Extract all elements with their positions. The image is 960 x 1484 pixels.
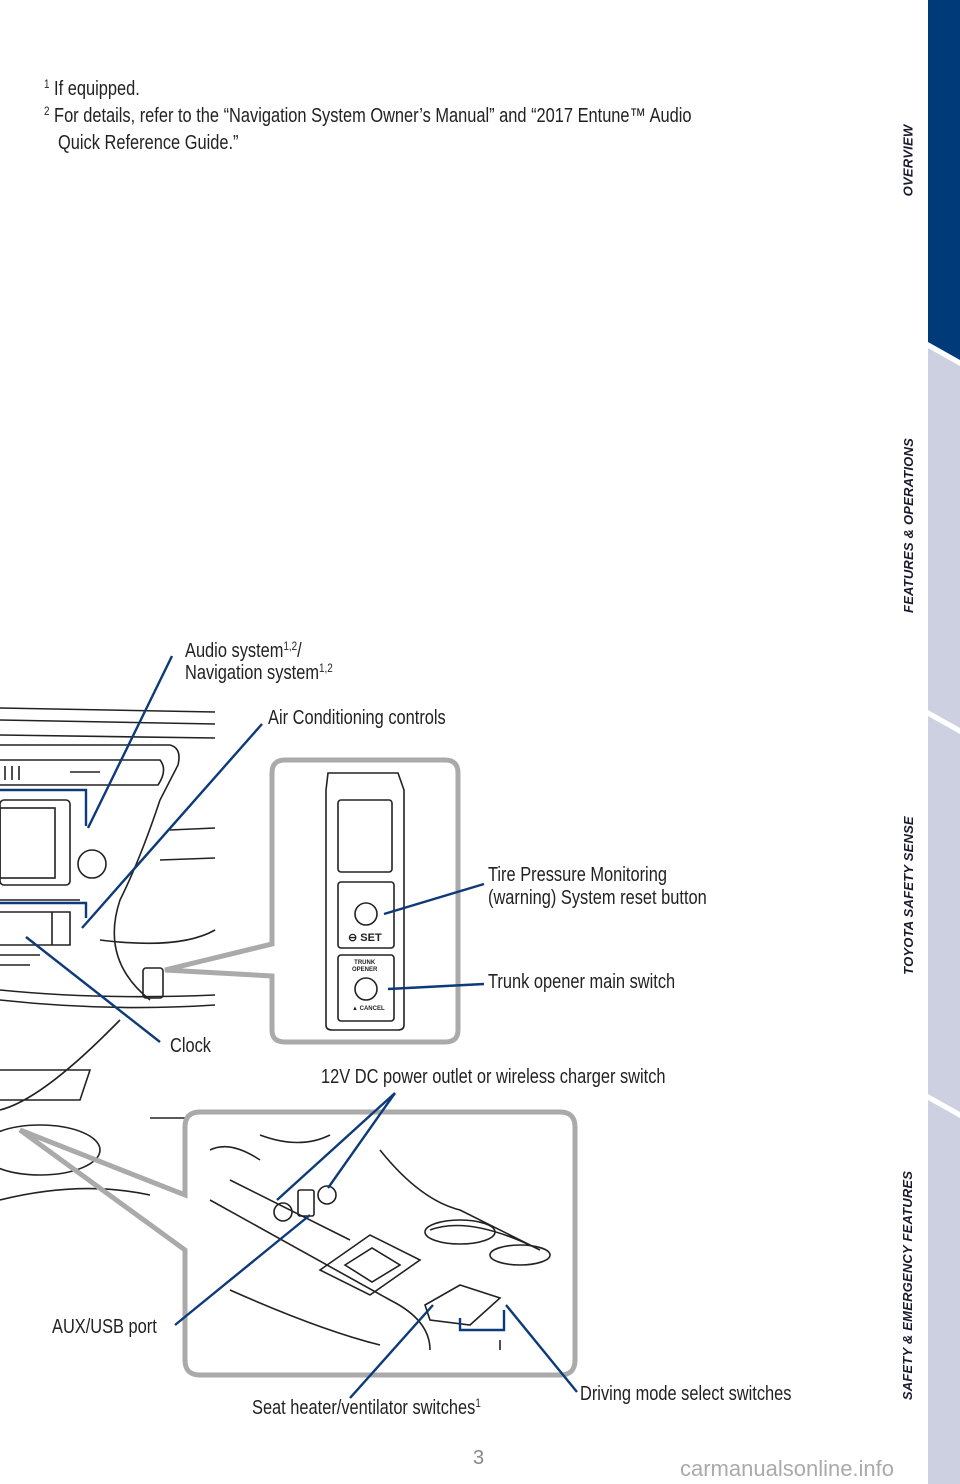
tab-shape-overview (928, 0, 960, 360)
callout-driving-mode: Driving mode select switches (580, 1383, 792, 1405)
footnote-1: 1 If equipped. (44, 77, 140, 100)
footnote-2-cont: Quick Reference Guide.” (58, 132, 239, 154)
callout-clock: Clock (170, 1035, 212, 1057)
tab-shape-features (928, 348, 960, 728)
tab-shape-emergency (928, 1100, 960, 1484)
page-number: 3 (473, 1447, 485, 1469)
callout-aux-usb: AUX/USB port (52, 1316, 157, 1338)
callout-tire-pressure-1: Tire Pressure Monitoring (488, 864, 667, 886)
callout-power-outlet: 12V DC power outlet or wireless charger … (321, 1066, 666, 1088)
callout-seat-heater: Seat heater/ventilator switches1 (252, 1396, 481, 1419)
set-label: ⊖ SET (348, 932, 382, 944)
footnote-2: 2 For details, refer to the “Navigation … (44, 104, 692, 127)
watermark: carmanualsonline.info (680, 1456, 895, 1481)
callout-audio-system: Audio system1,2/ (185, 639, 302, 662)
callout-trunk-opener: Trunk opener main switch (488, 971, 676, 993)
callout-air-conditioning: Air Conditioning controls (268, 707, 446, 729)
callout-navigation-system: Navigation system1,2 (185, 661, 333, 684)
cancel-label: ▲ CANCEL (352, 1006, 385, 1012)
callout-tire-pressure-2: (warning) System reset button (488, 887, 707, 909)
tab-shape-safety-sense (928, 716, 960, 1112)
